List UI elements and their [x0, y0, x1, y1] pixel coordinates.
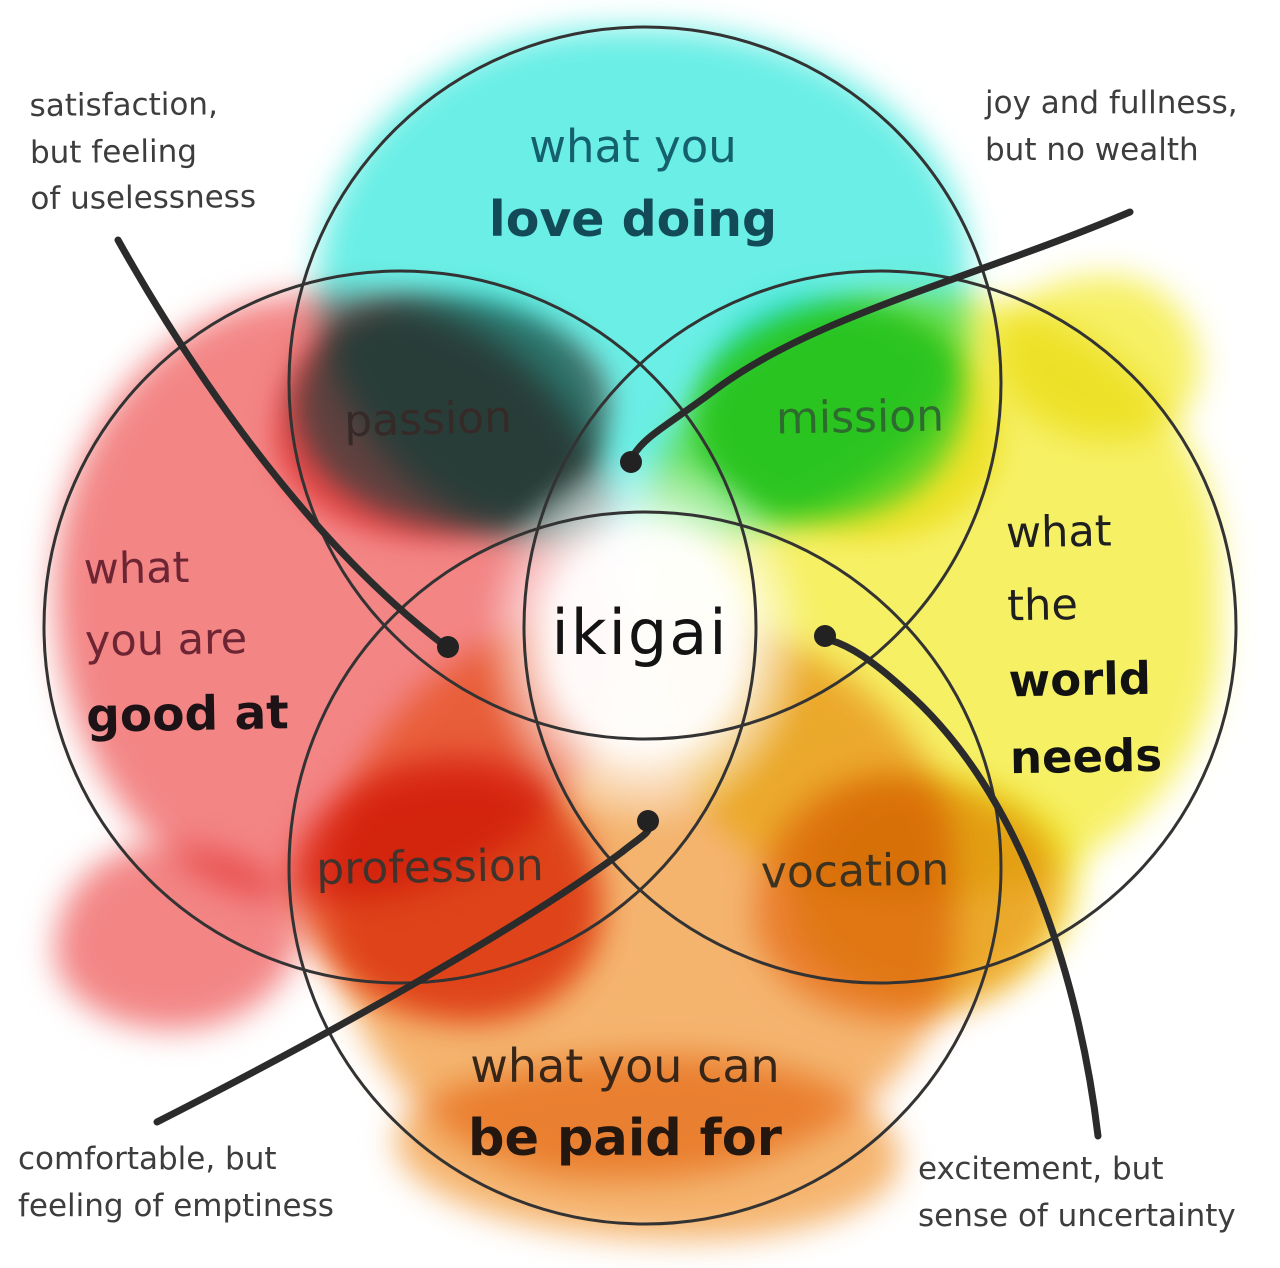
- annotation-satisfaction: satisfaction, but feeling of uselessness: [29, 81, 256, 222]
- annotation-line: excitement, but: [918, 1151, 1164, 1187]
- leader-line-satisfaction: [114, 236, 444, 646]
- label-line-bold: love doing: [488, 190, 778, 248]
- annotation-line: satisfaction,: [29, 86, 219, 124]
- overlap-label-passion: passion: [343, 391, 513, 448]
- leader-dot-top: [620, 451, 642, 473]
- annotation-joy-and-fullness: joy and fullness, but no wealth: [985, 80, 1238, 173]
- annotation-line: feeling of emptiness: [18, 1187, 334, 1224]
- annotation-line: comfortable, but: [18, 1141, 277, 1177]
- annotation-line: of uselessness: [30, 179, 257, 217]
- label-line: what: [1005, 506, 1113, 559]
- label-what-you-can-be-paid-for: what you can be paid for: [345, 1032, 905, 1178]
- left-circle-outline: [42, 269, 758, 985]
- center-label-ikigai: ikigai: [551, 596, 729, 669]
- label-line: what you can: [470, 1039, 780, 1093]
- label-line: what: [83, 542, 190, 595]
- overlap-label-mission: mission: [775, 390, 945, 445]
- label-line-bold: be paid for: [468, 1109, 782, 1168]
- label-line: the: [1006, 580, 1079, 632]
- annotation-line: sense of uncertainty: [918, 1197, 1236, 1234]
- leader-dot-left: [437, 636, 459, 658]
- annotation-line: but no wealth: [985, 131, 1199, 168]
- top-circle-outline: [287, 25, 1003, 741]
- annotation-line: joy and fullness,: [985, 85, 1238, 121]
- leader-dot-right: [814, 625, 836, 647]
- leader-line-joy: [629, 208, 1134, 460]
- red-wash-outer-spill: [55, 845, 300, 1030]
- label-line: you are: [84, 614, 248, 667]
- label-line-bold: good at: [85, 685, 290, 745]
- leader-dot-bottom: [637, 810, 659, 832]
- label-line: what you: [529, 120, 737, 173]
- annotation-excitement: excitement, but sense of uncertainty: [918, 1146, 1236, 1239]
- leader-line-comfortable: [153, 820, 653, 1126]
- annotation-line: but feeling: [29, 133, 198, 171]
- label-line-bold: needs: [1009, 728, 1163, 784]
- overlap-label-profession: profession: [315, 840, 545, 895]
- label-what-you-are-good-at: what you are good at: [83, 530, 289, 757]
- label-line-bold: world: [1008, 652, 1152, 708]
- annotation-comfortable: comfortable, but feeling of emptiness: [18, 1136, 334, 1229]
- leader-line-excitement: [826, 636, 1102, 1140]
- right-circle-outline: [522, 269, 1238, 985]
- orange-wash-outer-spill: [395, 1055, 900, 1240]
- label-what-you-love-doing: what you love doing: [353, 112, 913, 258]
- label-what-the-world-needs: what the world needs: [1005, 495, 1163, 797]
- overlap-label-vocation: vocation: [760, 844, 950, 899]
- bottom-circle-outline: [287, 510, 1003, 1226]
